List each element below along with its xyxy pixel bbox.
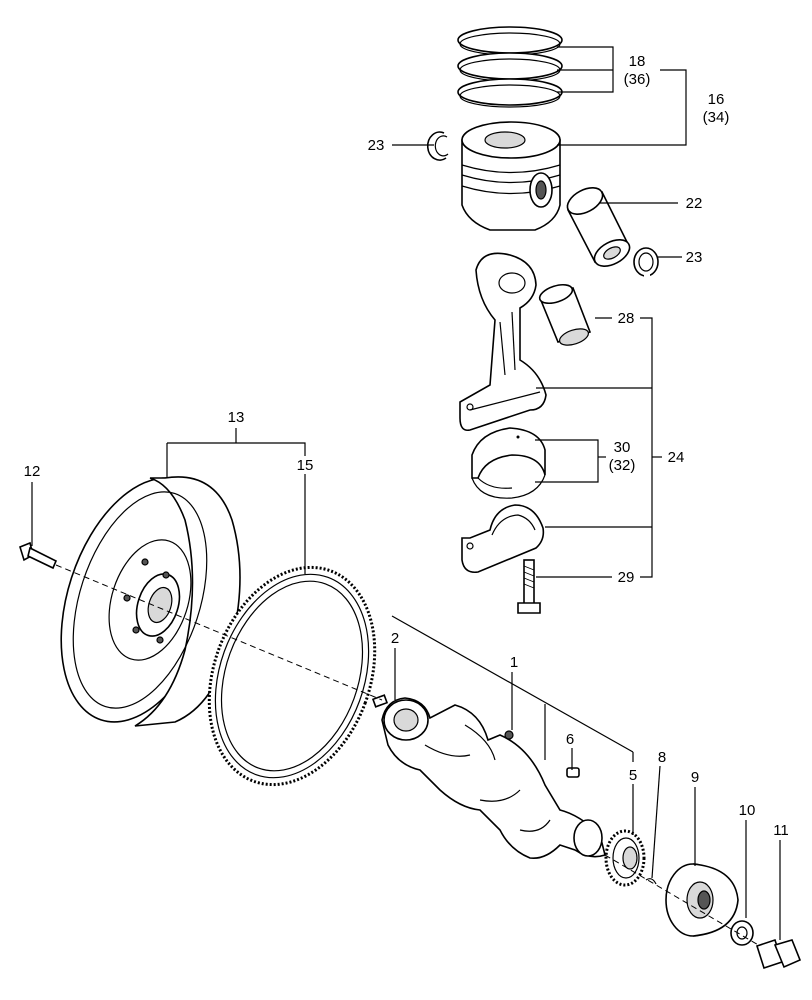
crankshaft <box>381 697 606 860</box>
callout-2: 2 <box>391 630 399 647</box>
o-ring <box>645 878 657 885</box>
ring-gear <box>207 565 377 787</box>
small-end-bushing <box>538 283 592 346</box>
piston-rings <box>457 26 563 108</box>
callout-11: 11 <box>773 822 789 839</box>
callout-34: (34) <box>703 109 730 126</box>
flywheel-bolt <box>19 541 58 570</box>
snap-ring-right <box>633 247 659 278</box>
connecting-rod-bearing <box>471 427 546 499</box>
callout-29: 29 <box>618 569 635 586</box>
callout-10: 10 <box>739 802 756 819</box>
callout-labels: 18 (36) 16 (34) 23 22 23 28 30 (32) 24 2… <box>24 53 789 839</box>
connecting-rod-cap <box>461 504 545 574</box>
washer <box>730 920 754 946</box>
callout-15: 15 <box>297 457 314 474</box>
callout-36: (36) <box>624 71 651 88</box>
piston <box>461 121 561 231</box>
callout-23-right: 23 <box>686 249 703 266</box>
callout-28: 28 <box>618 310 635 327</box>
callout-13: 13 <box>228 409 245 426</box>
leader-lines <box>31 46 781 940</box>
callout-16: 16 <box>708 91 725 108</box>
callout-22: 22 <box>686 195 703 212</box>
callout-32: (32) <box>609 457 636 474</box>
callout-23-left: 23 <box>368 137 385 154</box>
connecting-rod-bolt <box>517 559 541 614</box>
connecting-rod <box>459 252 547 432</box>
snap-ring-left <box>426 131 449 161</box>
callout-6: 6 <box>566 731 574 748</box>
callout-30: 30 <box>614 439 631 456</box>
callout-1: 1 <box>510 654 518 671</box>
pulley-bolt <box>755 938 802 970</box>
crankshaft-gear <box>604 829 646 887</box>
callout-5: 5 <box>629 767 637 784</box>
callout-12: 12 <box>24 463 41 480</box>
woodruff-key <box>566 767 580 778</box>
center-lines <box>55 564 761 947</box>
callout-18: 18 <box>629 53 646 70</box>
callout-24: 24 <box>668 449 685 466</box>
callout-9: 9 <box>691 769 699 786</box>
piston-pin <box>566 187 631 267</box>
crankshaft-pulley <box>665 863 739 937</box>
callout-8: 8 <box>658 749 666 766</box>
dowel-pin <box>371 694 389 708</box>
